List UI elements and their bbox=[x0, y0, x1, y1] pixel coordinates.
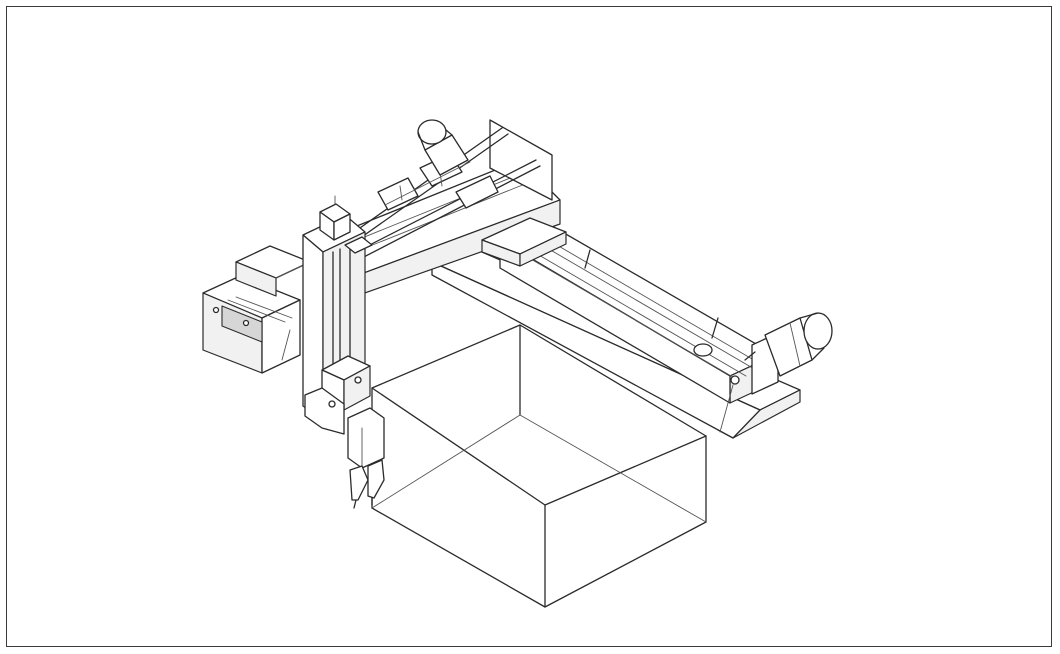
x-guide-rod-1 bbox=[339, 127, 503, 243]
x-motor-face bbox=[417, 119, 447, 145]
z-axis-column bbox=[302, 195, 373, 435]
x-beam-detail-1 bbox=[384, 161, 471, 206]
y-rail-bracket-line bbox=[744, 351, 756, 361]
workspace-box bbox=[371, 324, 707, 608]
x-guide-rod-2 bbox=[345, 133, 509, 249]
x-guide-rod-4 bbox=[357, 165, 541, 261]
y-axis-motor bbox=[764, 312, 833, 377]
z-carriage-side bbox=[343, 365, 371, 411]
y-rail-bolt bbox=[730, 375, 740, 385]
z-lower-bracket bbox=[304, 387, 345, 435]
gripper bbox=[347, 407, 385, 509]
x-beam-detail-2 bbox=[399, 185, 403, 201]
x-beam-end-plate bbox=[489, 119, 553, 201]
x-beam-block-3 bbox=[455, 175, 499, 209]
x-motor-edge-right bbox=[445, 129, 453, 136]
workspace-box-hidden-base-right bbox=[519, 414, 707, 523]
left-base-rail bbox=[202, 245, 311, 374]
workspace-box-bottom bbox=[371, 507, 707, 608]
z-mount-block bbox=[344, 236, 373, 254]
gripper-finger-right bbox=[367, 459, 385, 499]
y-rail-leader bbox=[719, 384, 734, 433]
y-motor-seam bbox=[789, 322, 801, 367]
z-carriage-bolt-1 bbox=[354, 376, 362, 384]
x-guide-rod-3 bbox=[351, 159, 537, 255]
x-carriage-side bbox=[519, 231, 567, 267]
left-rail-bolt-2 bbox=[242, 319, 250, 327]
workspace-box-hidden-base-left bbox=[371, 414, 521, 509]
gripper-finger-left bbox=[349, 465, 369, 501]
left-rail-upper-block-front bbox=[235, 261, 277, 297]
gripper-body bbox=[347, 407, 385, 469]
left-rail-slot bbox=[227, 299, 286, 323]
left-rail-side bbox=[261, 299, 301, 374]
left-rail-leader bbox=[281, 329, 291, 361]
z-carriage-bolt-2 bbox=[328, 400, 336, 408]
y-rail-slot-1 bbox=[511, 247, 739, 381]
y-rail-tick-1 bbox=[584, 249, 591, 269]
y-axis-base-rail bbox=[431, 221, 801, 439]
left-rail-bolt-1 bbox=[212, 306, 220, 314]
z-motor-side bbox=[333, 213, 351, 241]
y-rail-tick-2 bbox=[711, 317, 719, 339]
gripper-tip-left bbox=[353, 499, 357, 509]
x-beam-block-1 bbox=[377, 177, 419, 211]
y-rail-slot-4 bbox=[537, 233, 765, 367]
left-rail-slot-2 bbox=[235, 296, 293, 319]
y-rail-slot-3 bbox=[529, 237, 757, 371]
x-axis-motor bbox=[417, 119, 469, 176]
y-motor-face bbox=[803, 312, 833, 350]
y-motor-edge-top bbox=[799, 312, 819, 319]
base-plate-front bbox=[431, 261, 761, 439]
left-rail-channel bbox=[221, 305, 263, 343]
x-motor-edge-left bbox=[417, 131, 426, 151]
y-motor-edge-bottom bbox=[811, 347, 825, 361]
y-rail-pulley bbox=[693, 343, 713, 357]
